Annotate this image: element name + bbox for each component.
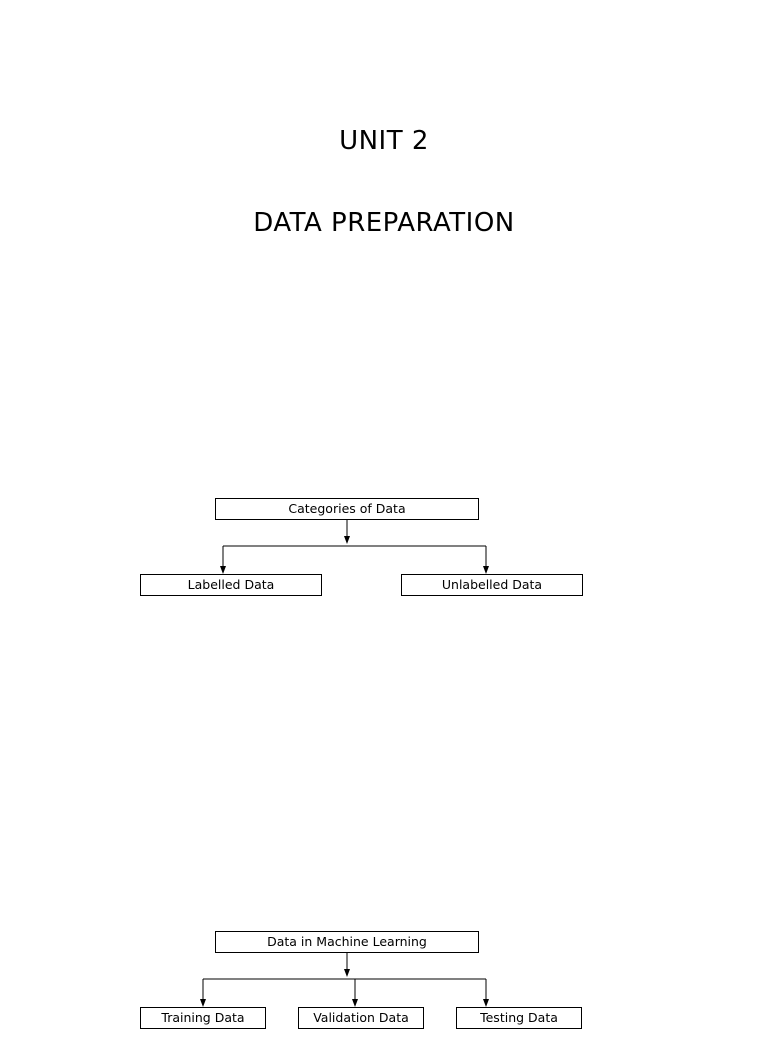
page-title: UNIT 2 <box>339 126 429 156</box>
document-title-block: UNIT 2 DATA PREPARATION <box>0 128 768 236</box>
node-unlabelled-data: Unlabelled Data <box>401 574 583 596</box>
node-validation-data: Validation Data <box>298 1007 424 1029</box>
node-labelled-data: Labelled Data <box>140 574 322 596</box>
node-training-data: Training Data <box>140 1007 266 1029</box>
node-testing-data: Testing Data <box>456 1007 582 1029</box>
page-subtitle: DATA PREPARATION <box>253 208 515 238</box>
diagram-data-in-machine-learning: Data in Machine Learning Training Data V… <box>0 919 768 1029</box>
diagram-categories-of-data: Categories of Data Labelled Data Unlabel… <box>0 486 768 606</box>
node-categories-of-data-root: Categories of Data <box>215 498 479 520</box>
node-data-in-machine-learning-root: Data in Machine Learning <box>215 931 479 953</box>
